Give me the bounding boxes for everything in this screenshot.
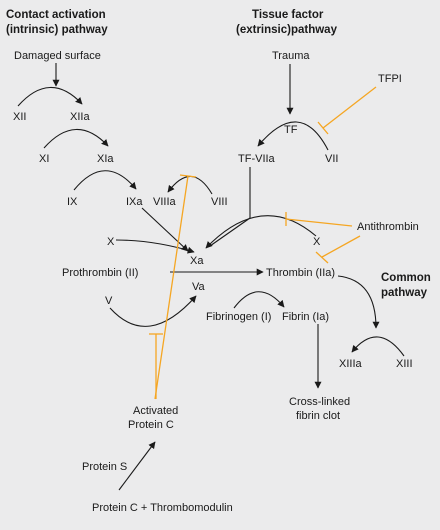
x-to-xa-extrinsic-arc bbox=[205, 215, 317, 249]
xii-activation-arc bbox=[17, 86, 83, 107]
extrinsic-title-line2: (extrinsic)pathway bbox=[236, 24, 338, 36]
factor-xiia-label: XIIa bbox=[70, 111, 90, 123]
activated-protein-c-line1: Activated bbox=[133, 405, 178, 417]
xiii-activation-arc bbox=[351, 336, 405, 357]
activated-protein-c-line2: Protein C bbox=[128, 419, 174, 431]
apc-viiia-inhibition-line bbox=[154, 175, 189, 400]
xi-activation-arc bbox=[43, 128, 109, 149]
factor-xiiia-label: XIIIa bbox=[339, 358, 363, 370]
factor-vii-label: VII bbox=[325, 153, 338, 165]
factor-va-label: Va bbox=[192, 281, 206, 293]
common-title-line1: Common bbox=[381, 272, 431, 284]
trauma-label: Trauma bbox=[272, 50, 310, 62]
v-activation-arc bbox=[109, 295, 197, 327]
viii-activation-arc bbox=[167, 176, 213, 195]
fibrinogen-label: Fibrinogen (I) bbox=[206, 311, 271, 323]
factor-xia-label: XIa bbox=[97, 153, 114, 165]
extrinsic-title-line1: Tissue factor bbox=[252, 9, 324, 21]
clot-label-line2: fibrin clot bbox=[296, 410, 340, 422]
vii-activation-arc bbox=[257, 121, 329, 151]
tissue-factor-label: TF bbox=[284, 124, 298, 136]
factor-xi-label: XI bbox=[39, 153, 49, 165]
protein-c-activation-arrow bbox=[118, 441, 156, 491]
tf-viia-to-xa-line bbox=[209, 217, 251, 247]
protein-s-label: Protein S bbox=[82, 461, 127, 473]
factor-xii-label: XII bbox=[13, 111, 26, 123]
fibrin-label: Fibrin (Ia) bbox=[282, 311, 329, 323]
tfpi-inhibition-line bbox=[322, 86, 377, 129]
factor-viiia-label: VIIIa bbox=[153, 196, 177, 208]
fibrinogen-to-fibrin-arc bbox=[233, 291, 285, 309]
factor-xa-label: Xa bbox=[190, 255, 204, 267]
prothrombin-label: Prothrombin (II) bbox=[62, 267, 138, 279]
antithrombin-thrombin-line bbox=[321, 235, 361, 258]
factor-viii-label: VIII bbox=[211, 196, 228, 208]
factor-x-right-label: X bbox=[313, 236, 321, 248]
tfpi-label: TFPI bbox=[378, 73, 402, 85]
clot-label-line1: Cross-linked bbox=[289, 396, 350, 408]
ix-activation-arc bbox=[73, 170, 137, 191]
intrinsic-title-line1: Contact activation bbox=[6, 9, 106, 21]
factor-ix-label: IX bbox=[67, 196, 78, 208]
damaged-surface-label: Damaged surface bbox=[14, 50, 101, 62]
factor-v-label: V bbox=[105, 295, 113, 307]
factor-x-left-label: X bbox=[107, 236, 115, 248]
thrombin-to-xiii-arrow bbox=[337, 275, 380, 329]
tfpi-inhibition-bar bbox=[317, 121, 329, 135]
antithrombin-label: Antithrombin bbox=[357, 221, 419, 233]
antithrombin-thrombin-bar bbox=[315, 251, 329, 264]
ixa-to-xa-arrow bbox=[141, 207, 189, 252]
common-title-line2: pathway bbox=[381, 287, 428, 299]
apc-viiia-inhibition-bar bbox=[179, 174, 197, 178]
factor-ixa-label: IXa bbox=[126, 196, 143, 208]
intrinsic-title-line2: (intrinsic) pathway bbox=[6, 24, 108, 36]
thrombin-label: Thrombin (IIa) bbox=[266, 267, 335, 279]
antithrombin-xa-line bbox=[285, 218, 353, 227]
protein-c-thrombomodulin-label: Protein C + Thrombomodulin bbox=[92, 502, 233, 514]
factor-xiii-label: XIII bbox=[396, 358, 413, 370]
tf-viia-label: TF-VIIa bbox=[238, 153, 276, 165]
